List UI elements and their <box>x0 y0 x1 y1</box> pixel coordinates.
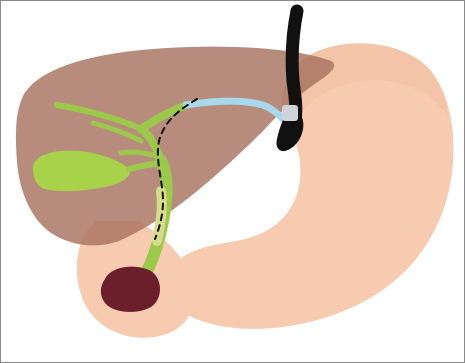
endoscope-tip-cap <box>282 105 298 121</box>
pancreatic-mass <box>101 267 160 312</box>
